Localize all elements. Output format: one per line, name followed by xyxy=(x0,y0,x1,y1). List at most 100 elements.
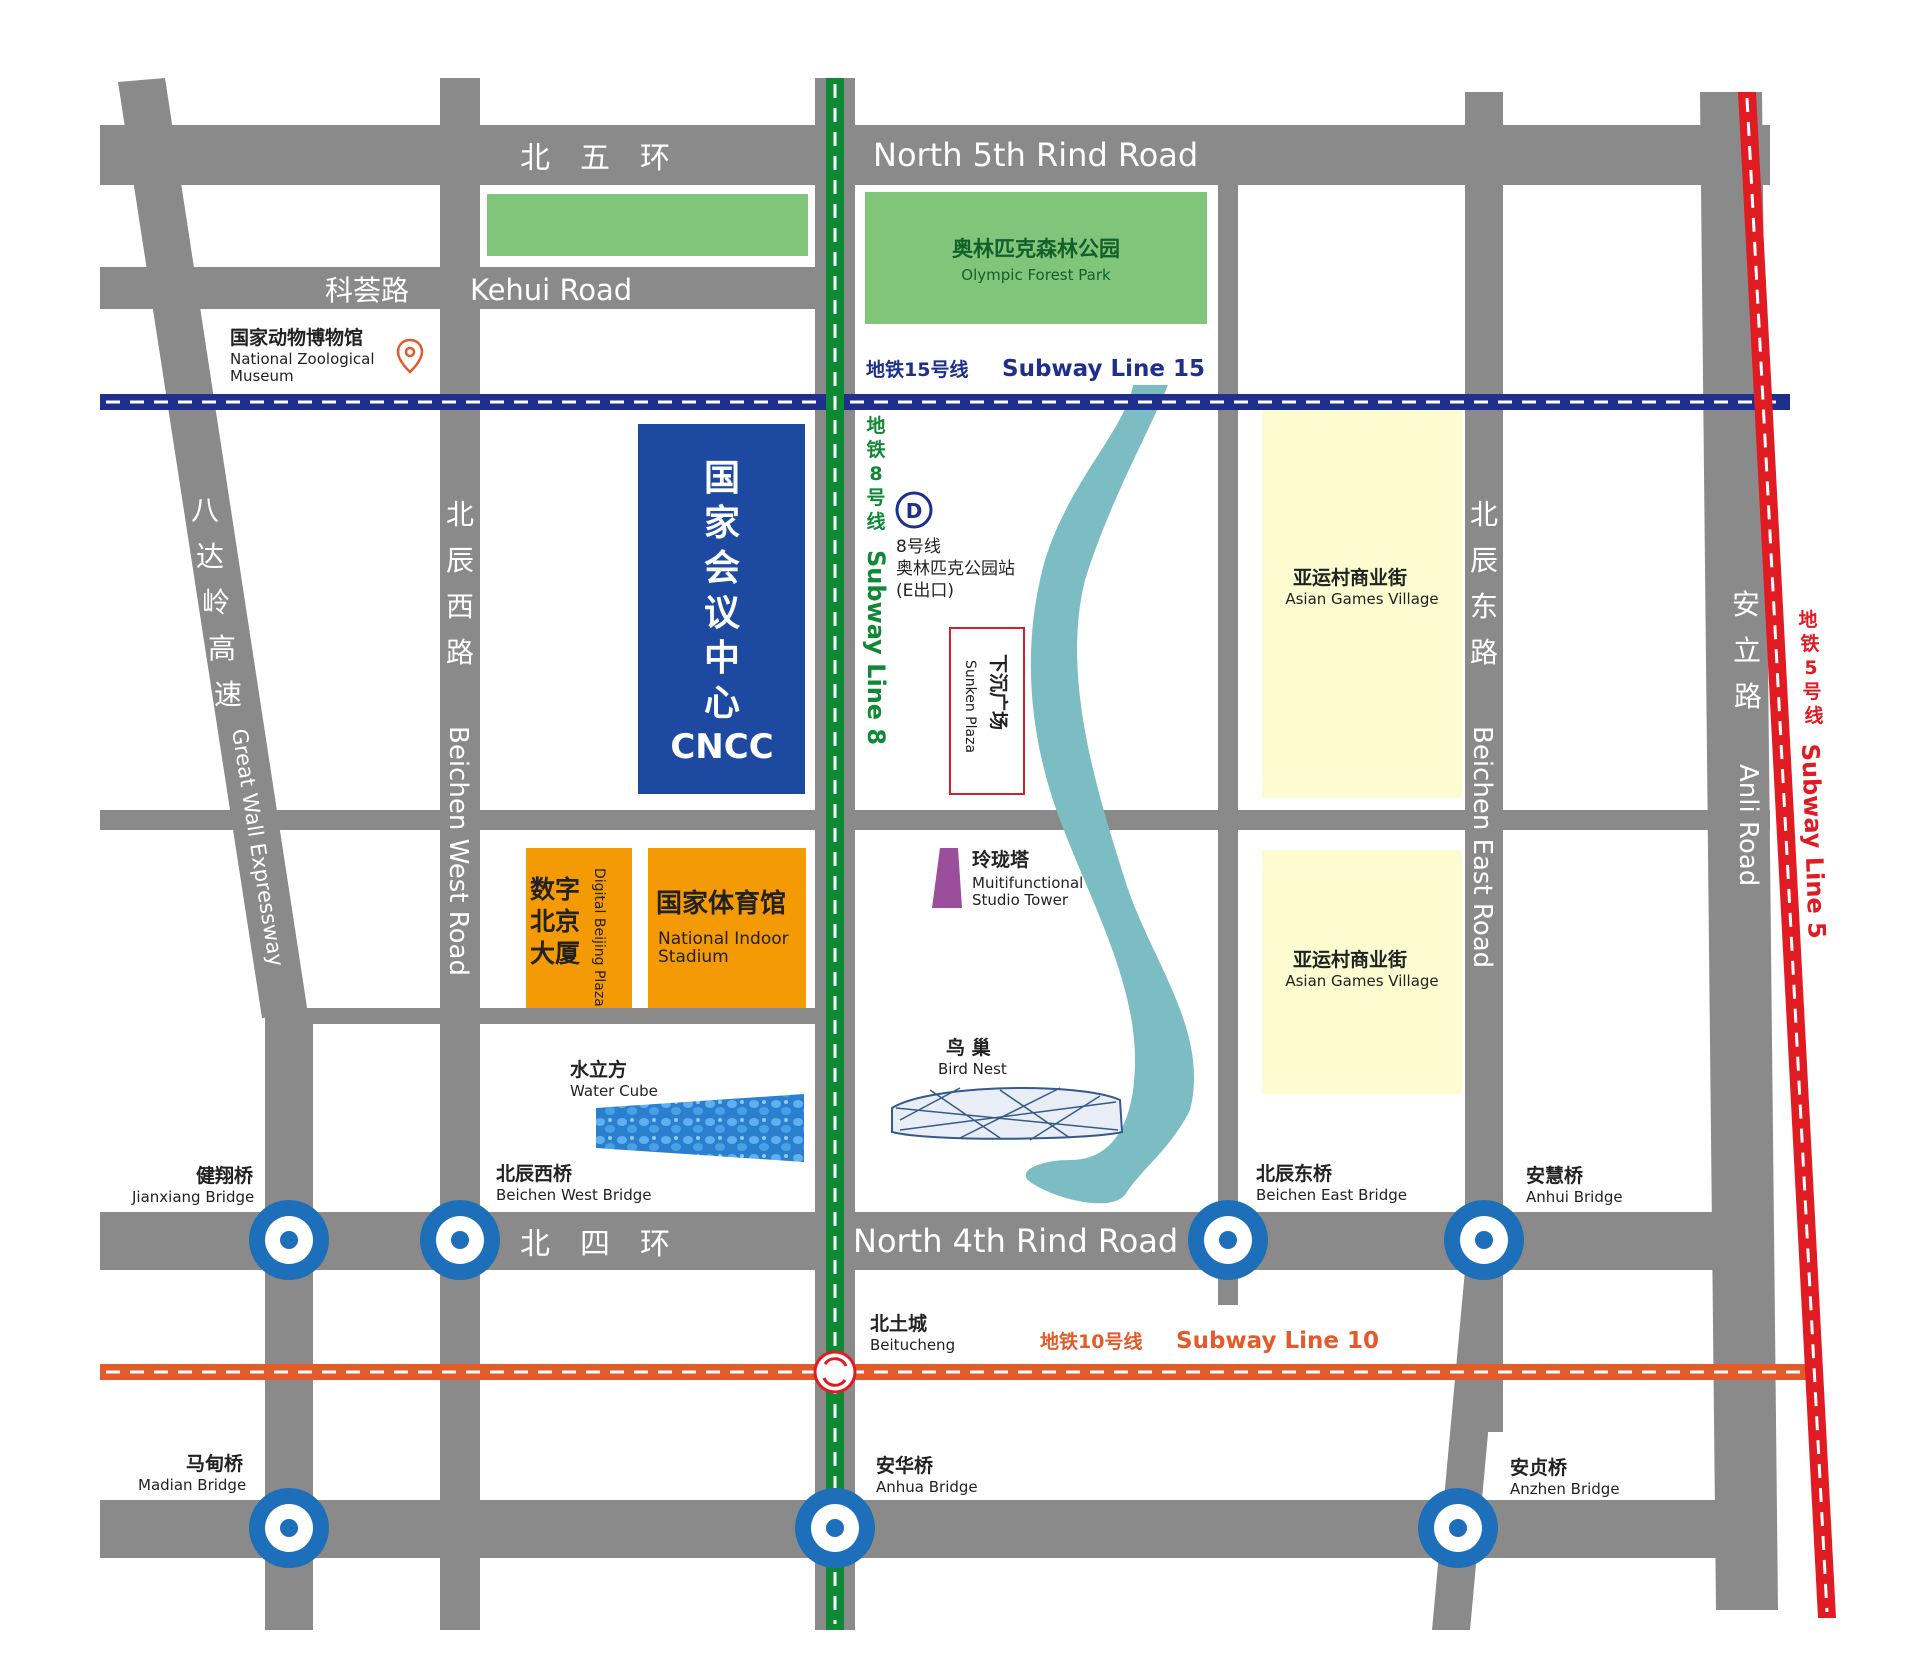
svg-text:家: 家 xyxy=(704,503,740,544)
road-bottom xyxy=(100,1500,1770,1558)
indoor-stadium-en-1: National Indoor xyxy=(658,929,789,949)
zoo-museum-en-2: Museum xyxy=(230,367,294,385)
bridge-icon-beichen-east xyxy=(1188,1200,1268,1280)
badaling-cn-label: 八 达 岭 高 速 xyxy=(191,494,242,711)
subway-line-5 xyxy=(1738,92,1836,1618)
village-south-en: Asian Games Village xyxy=(1285,972,1438,990)
linglong-tower-icon xyxy=(932,848,962,908)
svg-text:5: 5 xyxy=(1804,657,1817,679)
svg-text:辰: 辰 xyxy=(1470,544,1498,577)
cncc-building xyxy=(638,424,805,794)
bridge-icon-jianxiang xyxy=(249,1200,329,1280)
bridge-icon-madian xyxy=(249,1488,329,1568)
sunken-plaza-en: Sunken Plaza xyxy=(962,660,978,753)
line8-en-label: Subway Line 8 xyxy=(862,550,890,745)
madian-bridge-en: Madian Bridge xyxy=(138,1476,246,1494)
anzhen-bridge-en: Anzhen Bridge xyxy=(1510,1480,1620,1498)
bird-nest-icon xyxy=(891,1087,1124,1141)
beichen-east-cn-label: 北 辰 东 路 xyxy=(1470,498,1498,669)
forest-park-en: Olympic Forest Park xyxy=(961,266,1111,284)
indoor-stadium-en-2: Stadium xyxy=(658,947,729,967)
beichen-east-en-label: Beichen East Road xyxy=(1467,726,1497,968)
bridge-markers xyxy=(249,1200,1524,1568)
north4-cn-label: 北 四 环 xyxy=(520,1227,670,1262)
zoo-museum-cn: 国家动物博物馆 xyxy=(230,326,363,349)
village-north-en: Asian Games Village xyxy=(1285,590,1438,608)
anhui-bridge-cn: 安慧桥 xyxy=(1526,1164,1584,1187)
transfer-station-icon xyxy=(813,1350,857,1394)
anhui-bridge-en: Anhui Bridge xyxy=(1526,1188,1623,1206)
station-line-label: 8号线 xyxy=(896,537,941,557)
beichen-west-en-label: Beichen West Road xyxy=(443,726,473,976)
jianxiang-en: Jianxiang Bridge xyxy=(131,1188,254,1206)
station-name-label: 奥林匹克公园站 xyxy=(896,559,1015,579)
svg-text:中: 中 xyxy=(704,638,740,679)
cncc-en: CNCC xyxy=(670,727,773,767)
svg-text:大厦: 大厦 xyxy=(530,939,580,968)
line15-en-label: Subway Line 15 xyxy=(1002,356,1205,382)
svg-text:线: 线 xyxy=(866,510,885,533)
anhua-bridge-cn: 安华桥 xyxy=(876,1454,934,1477)
water-cube-en: Water Cube xyxy=(570,1082,658,1100)
digital-beijing-en: Digital Beijing Plaza xyxy=(591,868,607,1007)
sunken-plaza xyxy=(949,627,1025,795)
line10-cn-label: 地铁10号线 xyxy=(1040,1330,1142,1353)
kehui-cn-label: 科荟路 xyxy=(325,274,409,307)
tower-en-1: Muitifunctional xyxy=(972,874,1083,892)
station-exit-label: (E出口) xyxy=(896,581,954,601)
svg-text:达: 达 xyxy=(196,540,224,573)
subway-line-8 xyxy=(826,78,844,1630)
subway-line-10 xyxy=(100,1364,1810,1380)
svg-text:铁: 铁 xyxy=(1800,632,1819,655)
anli-cn-label: 安 立 路 xyxy=(1732,588,1762,713)
road-cross-middle xyxy=(100,810,1770,830)
beichen-west-bridge-en: Beichen West Bridge xyxy=(496,1186,652,1204)
beichen-west-cn-label: 北 辰 西 路 xyxy=(446,498,474,669)
village-north-cn: 亚运村商业街 xyxy=(1293,566,1407,589)
svg-text:安: 安 xyxy=(1732,588,1760,621)
anli-en-label: Anli Road xyxy=(1733,764,1763,886)
svg-text:地: 地 xyxy=(1798,608,1817,631)
water-cube-cn: 水立方 xyxy=(570,1058,627,1081)
road-beichen-east-south xyxy=(1432,1270,1503,1630)
north5-cn-label: 北 五 环 xyxy=(520,141,670,176)
location-pin-icon xyxy=(396,338,424,374)
svg-text:北: 北 xyxy=(1470,498,1498,531)
jianxiang-cn: 健翔桥 xyxy=(196,1164,254,1187)
forest-park-cn: 奥林匹克森林公园 xyxy=(952,237,1120,261)
indoor-stadium-cn: 国家体育馆 xyxy=(656,888,786,919)
park-west xyxy=(483,190,812,260)
line5-cn-label: 地 铁 5 号 线 xyxy=(1798,608,1823,727)
svg-text:东: 东 xyxy=(1470,590,1498,623)
asian-games-village-north xyxy=(1262,404,1462,798)
bird-nest-en: Bird Nest xyxy=(938,1060,1007,1078)
beichen-east-bridge-cn: 北辰东桥 xyxy=(1256,1162,1333,1185)
beitucheng-en: Beitucheng xyxy=(870,1336,955,1354)
sunken-plaza-cn: 下沉广场 xyxy=(987,654,1010,730)
svg-text:岭: 岭 xyxy=(202,586,230,619)
subway-station-icon: D xyxy=(895,491,933,529)
svg-text:会: 会 xyxy=(704,548,740,589)
road-badaling-expressway xyxy=(118,78,308,1018)
beichen-west-bridge-cn: 北辰西桥 xyxy=(496,1162,573,1185)
digital-beijing-cn-label: 数字 北京 大厦 xyxy=(530,875,580,968)
village-south-cn: 亚运村商业街 xyxy=(1293,948,1407,971)
svg-text:速: 速 xyxy=(214,678,242,711)
water-cube-icon xyxy=(596,1094,804,1162)
line15-cn-label: 地铁15号线 xyxy=(866,358,968,381)
svg-text:铁: 铁 xyxy=(866,438,885,461)
zoo-museum-en-1: National Zoological xyxy=(230,350,375,368)
line8-cn-label: 地 铁 8 号 线 xyxy=(866,414,885,533)
road-beichen-east-west-branch xyxy=(1218,185,1238,1305)
svg-text:心: 心 xyxy=(704,683,740,724)
river xyxy=(1025,385,1195,1204)
digital-beijing-building xyxy=(526,848,632,1008)
svg-text:八: 八 xyxy=(191,494,219,527)
olympic-forest-park xyxy=(865,192,1207,324)
bird-nest-cn: 鸟 巢 xyxy=(946,1036,992,1059)
madian-bridge-cn: 马甸桥 xyxy=(186,1452,244,1475)
north5-en-label: North 5th Rind Road xyxy=(873,136,1198,174)
svg-text:D: D xyxy=(906,499,923,523)
svg-text:高: 高 xyxy=(208,632,236,665)
